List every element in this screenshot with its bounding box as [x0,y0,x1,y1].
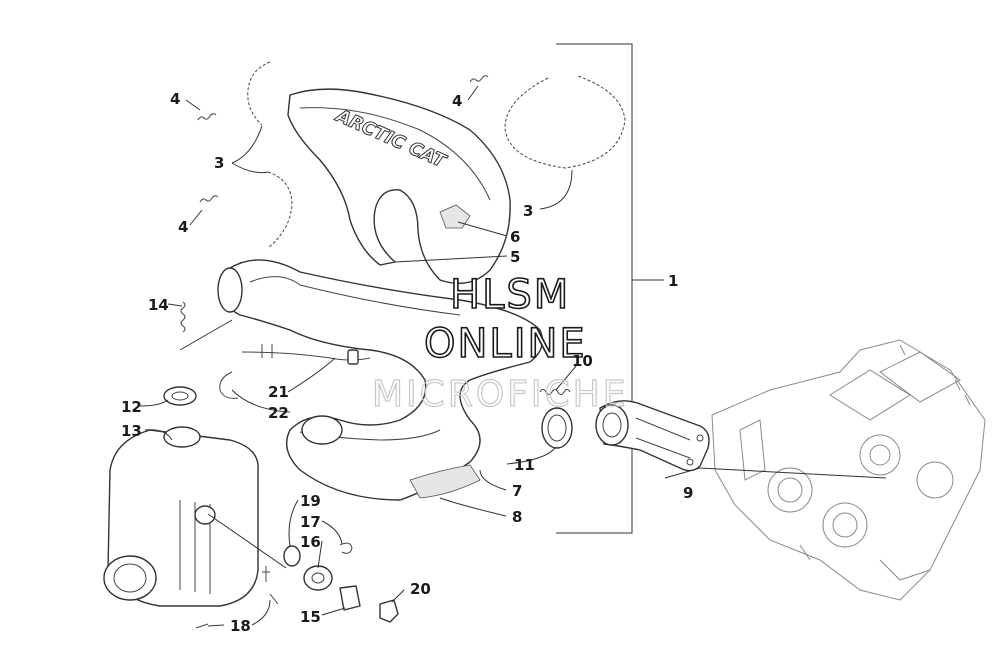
callout-3-right: 3 [523,202,533,220]
callout-14: 14 [148,296,169,314]
springs-4 [197,75,489,203]
callout-11: 11 [514,456,535,474]
watermark: HLSM ONLINE MICROFICHE [371,271,628,415]
engine-block [711,339,986,601]
callout-1: 1 [668,272,678,290]
callout-17: 17 [300,513,321,531]
seal-ring-11 [541,407,573,449]
callout-9: 9 [683,484,693,502]
callout-22: 22 [268,404,289,422]
spring-14 [180,301,186,333]
callout-16: 16 [300,533,321,551]
callout-19: 19 [300,492,321,510]
sensor-cable [241,344,371,365]
callout-10: 10 [572,352,593,370]
callout-3-left: 3 [214,154,224,172]
watermark-line3: MICROFICHE [372,374,628,415]
callout-20: 20 [410,580,431,598]
callout-18: 18 [230,617,251,635]
watermark-line1: HLSM [450,272,570,318]
callout-7: 7 [512,482,522,500]
callout-labels: 1 3 3 4 4 4 5 6 7 8 9 10 11 12 13 14 15 … [121,90,693,635]
expansion-chamber [217,259,544,501]
callout-8: 8 [512,508,522,526]
leader-lines [139,85,577,627]
callout-4-right: 4 [452,92,462,110]
watermark-line2: ONLINE [424,321,587,367]
silencer [103,426,259,607]
exhaust-manifold [595,400,887,479]
clamp-ring-right [504,75,626,169]
assembly-bracket [556,43,664,534]
clamp-upper-left [247,61,271,126]
mount-hardware [195,542,399,629]
heat-shield: ARCTIC CAT [287,88,511,284]
spring-10 [539,389,571,395]
callout-12: 12 [121,398,142,416]
grommet-12 [163,386,197,406]
callout-13: 13 [121,422,142,440]
callout-4-lower: 4 [178,218,188,236]
callout-21: 21 [268,383,289,401]
clamp-lower-left [267,171,293,249]
callout-15: 15 [300,608,321,626]
callout-6: 6 [510,228,520,246]
snap-ring-22 [219,371,239,399]
callout-5: 5 [510,248,520,266]
callout-4-upper: 4 [170,90,180,108]
